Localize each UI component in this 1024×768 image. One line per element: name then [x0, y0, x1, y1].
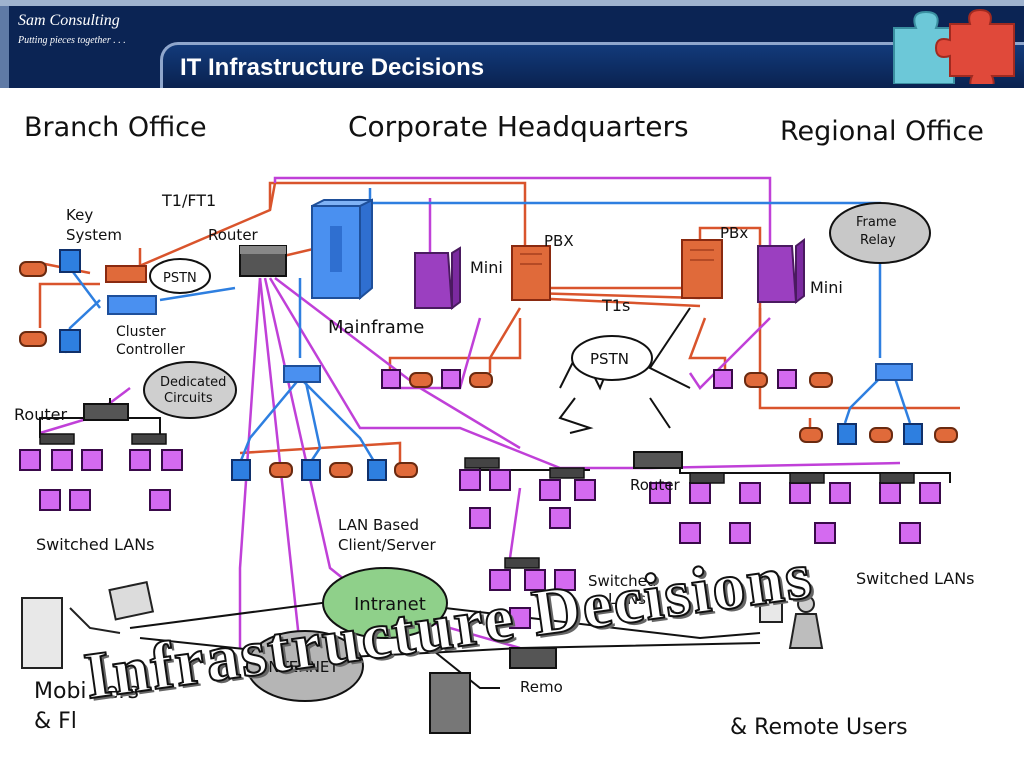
lan-based-line-2: Client/Server [338, 536, 437, 554]
frame-relay-line-2: Relay [860, 233, 896, 248]
left-accent-bar [0, 6, 9, 88]
pstn-branch-label: PSTN [163, 271, 197, 286]
pc-purple-icons [19, 369, 941, 629]
pstn-center-label: PSTN [590, 350, 629, 368]
internet-cloud: INTERNET [246, 630, 364, 702]
remote-users-label: & Remote Users [730, 715, 908, 740]
pstn-center-cloud: PSTN [571, 335, 653, 381]
mini-hq-label: Mini [470, 258, 503, 277]
frame-relay-cloud: Frame Relay [829, 202, 931, 264]
remote-user-figure-icon [759, 595, 824, 649]
switch-icons [39, 433, 915, 569]
internet-label: INTERNET [264, 658, 339, 676]
cluster-line-2: Controller [116, 342, 185, 358]
heading-corporate-hq: Corporate Headquarters [348, 110, 689, 143]
router-regional-icon [633, 451, 683, 469]
hub-blue-hq-icon [283, 365, 321, 383]
pstn-branch-cloud: PSTN [149, 258, 211, 294]
switched-lans-regional-label: Switched LANs [856, 569, 975, 588]
cluster-line-1: Cluster [116, 324, 166, 340]
mini-regional-icon [757, 238, 805, 304]
pbx-hq-label: PBX [544, 232, 574, 250]
mobile-user-figure-icon [21, 580, 155, 669]
red-lines [38, 181, 960, 463]
dedicated-line-2: Circuits [164, 391, 213, 406]
mobile-users-line-2: & Fl [34, 709, 77, 734]
dedicated-line-1: Dedicated [160, 375, 226, 390]
router-branch-label: Router [14, 405, 67, 424]
heading-branch-office: Branch Office [24, 112, 207, 143]
phone-icons [19, 261, 958, 478]
brand-tagline: Putting pieces together . . . [18, 35, 126, 46]
mobile-users-line-1: Mobi sers [34, 679, 139, 704]
key-system-icon [105, 265, 147, 283]
t1ft1-label: T1/FT1 [161, 191, 216, 210]
blue-lines [63, 188, 912, 464]
pbx-hq-icon [511, 245, 551, 301]
title-bar [160, 42, 1024, 88]
switched-lans-hq-line-2: LANs [608, 590, 646, 608]
dedicated-circuits-cloud: Dedicated Circuits [143, 361, 237, 419]
intranet-cloud: Intranet [322, 567, 448, 639]
lan-based-line-1: LAN Based [338, 516, 419, 534]
key-system-line-2: System [66, 226, 122, 244]
terminal-icons [59, 249, 923, 481]
key-system-line-1: Key [66, 206, 93, 224]
black-lines [39, 307, 951, 689]
pbx-regional-label: PBx [720, 224, 748, 242]
remote-partial-label: Remo [520, 678, 563, 696]
mainframe-label: Mainframe [328, 317, 424, 338]
router-hq-label: Router [208, 226, 259, 244]
mini-regional-label: Mini [810, 278, 843, 297]
network-diagram: Branch Office Corporate Headquarters Reg… [14, 110, 984, 740]
puzzle-pieces-icon [893, 8, 1015, 84]
frame-relay-line-1: Frame [856, 215, 897, 230]
hub-blue-regional-icon [875, 363, 913, 381]
brand-name: Sam Consulting [18, 12, 120, 29]
building-icon [429, 672, 471, 734]
router-hq-icon [239, 245, 287, 277]
intranet-label: Intranet [354, 594, 426, 615]
pbx-regional-icon [681, 239, 723, 299]
mini-hq-icon [414, 246, 461, 310]
cluster-controller-icon [107, 295, 157, 315]
router-branch-icon [83, 403, 129, 421]
switched-lans-hq-line-1: Switched [588, 572, 656, 590]
mainframe-icon [311, 198, 373, 301]
router-remote-icon [509, 647, 557, 669]
top-strip [0, 0, 1024, 6]
t1s-label: T1s [601, 296, 630, 315]
router-regional-label: Router [630, 476, 681, 494]
page-title: IT Infrastructure Decisions [180, 54, 485, 81]
heading-regional-office: Regional Office [780, 116, 984, 147]
switched-lans-branch-label: Switched LANs [36, 535, 155, 554]
